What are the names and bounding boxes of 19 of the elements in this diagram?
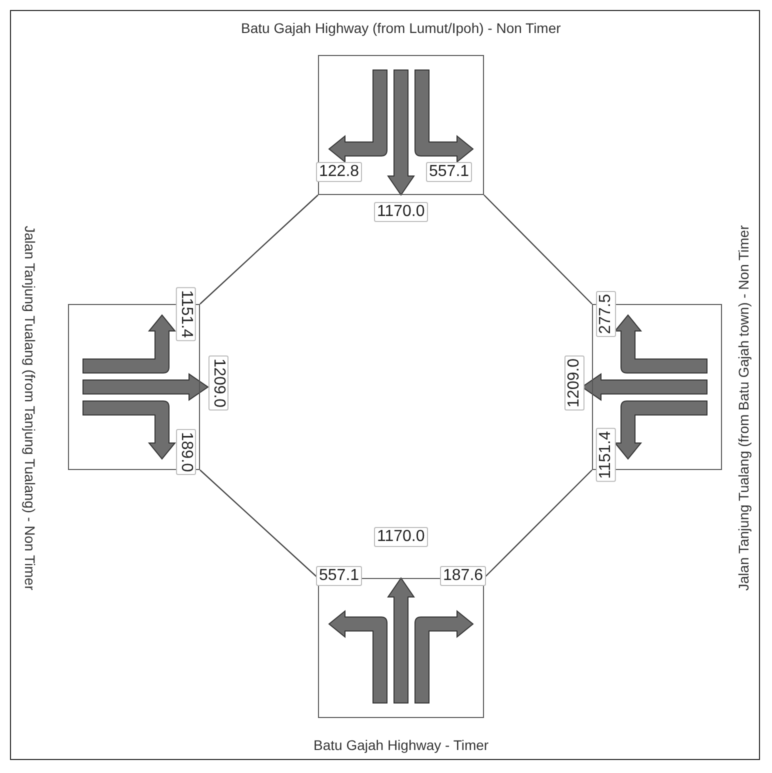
road-name: Batu Gajah Highway (from Lumut/Ipoh) - Non Timer [241,20,561,36]
volume-label: 277.5 [596,290,616,338]
road-name: Jalan Tanjung Tualang (from Batu Gajah town) - Non Timer [735,225,752,591]
connector-line [484,194,592,304]
volume-label: 557.1 [426,162,472,182]
connector-line [200,194,318,304]
road-name: Batu Gajah Highway - Timer [314,737,489,753]
volume-label: 1151.4 [176,287,196,341]
volume-label: 1170.0 [374,202,428,222]
volume-label: 189.0 [176,428,196,476]
volume-label: 187.6 [440,566,486,586]
volume-label: 1209.0 [208,356,228,410]
connector-line [200,470,318,578]
volume-label: 1209.0 [564,356,584,410]
road-name: Jalan Tanjung Tualang (from Tanjung Tualang) - Non Timer [22,226,38,590]
volume-label: 557.1 [316,566,362,586]
volume-label: 122.8 [316,162,362,182]
volume-label: 1151.4 [596,428,616,482]
volume-label: 1170.0 [374,527,428,547]
